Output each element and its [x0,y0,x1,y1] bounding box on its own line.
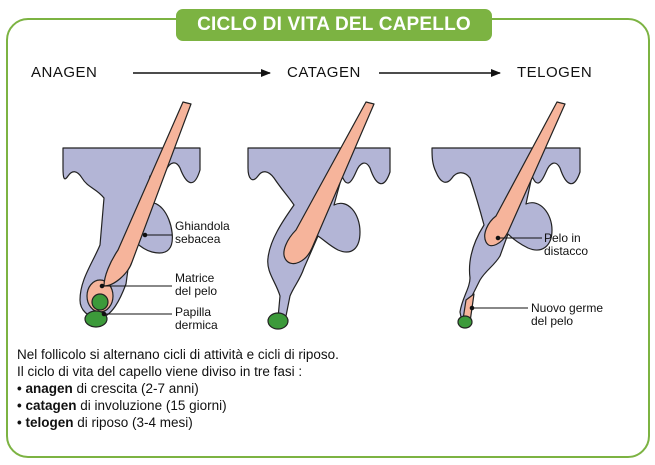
description-text: Nel follicolo si alternano cicli di atti… [17,346,339,431]
list-item: telogen di riposo (3-4 mesi) [17,414,339,431]
phase-label-telogen: TELOGEN [517,64,593,81]
phase-list: anagen di crescita (2-7 anni) catagen di… [17,380,339,431]
telogen-follicle [431,101,581,329]
list-item: catagen di involuzione (15 giorni) [17,397,339,414]
catagen-follicle [247,101,391,330]
phase-label-catagen: CATAGEN [287,64,361,81]
figure-title: CICLO DI VITA DEL CAPELLO [176,9,492,41]
phase-label-anagen: ANAGEN [31,64,98,81]
anagen-follicle [62,101,201,328]
list-item: anagen di crescita (2-7 anni) [17,380,339,397]
description-line-1: Nel follicolo si alternano cicli di atti… [17,347,339,362]
description-line-2: Il ciclo di vita del capello viene divis… [17,364,303,379]
